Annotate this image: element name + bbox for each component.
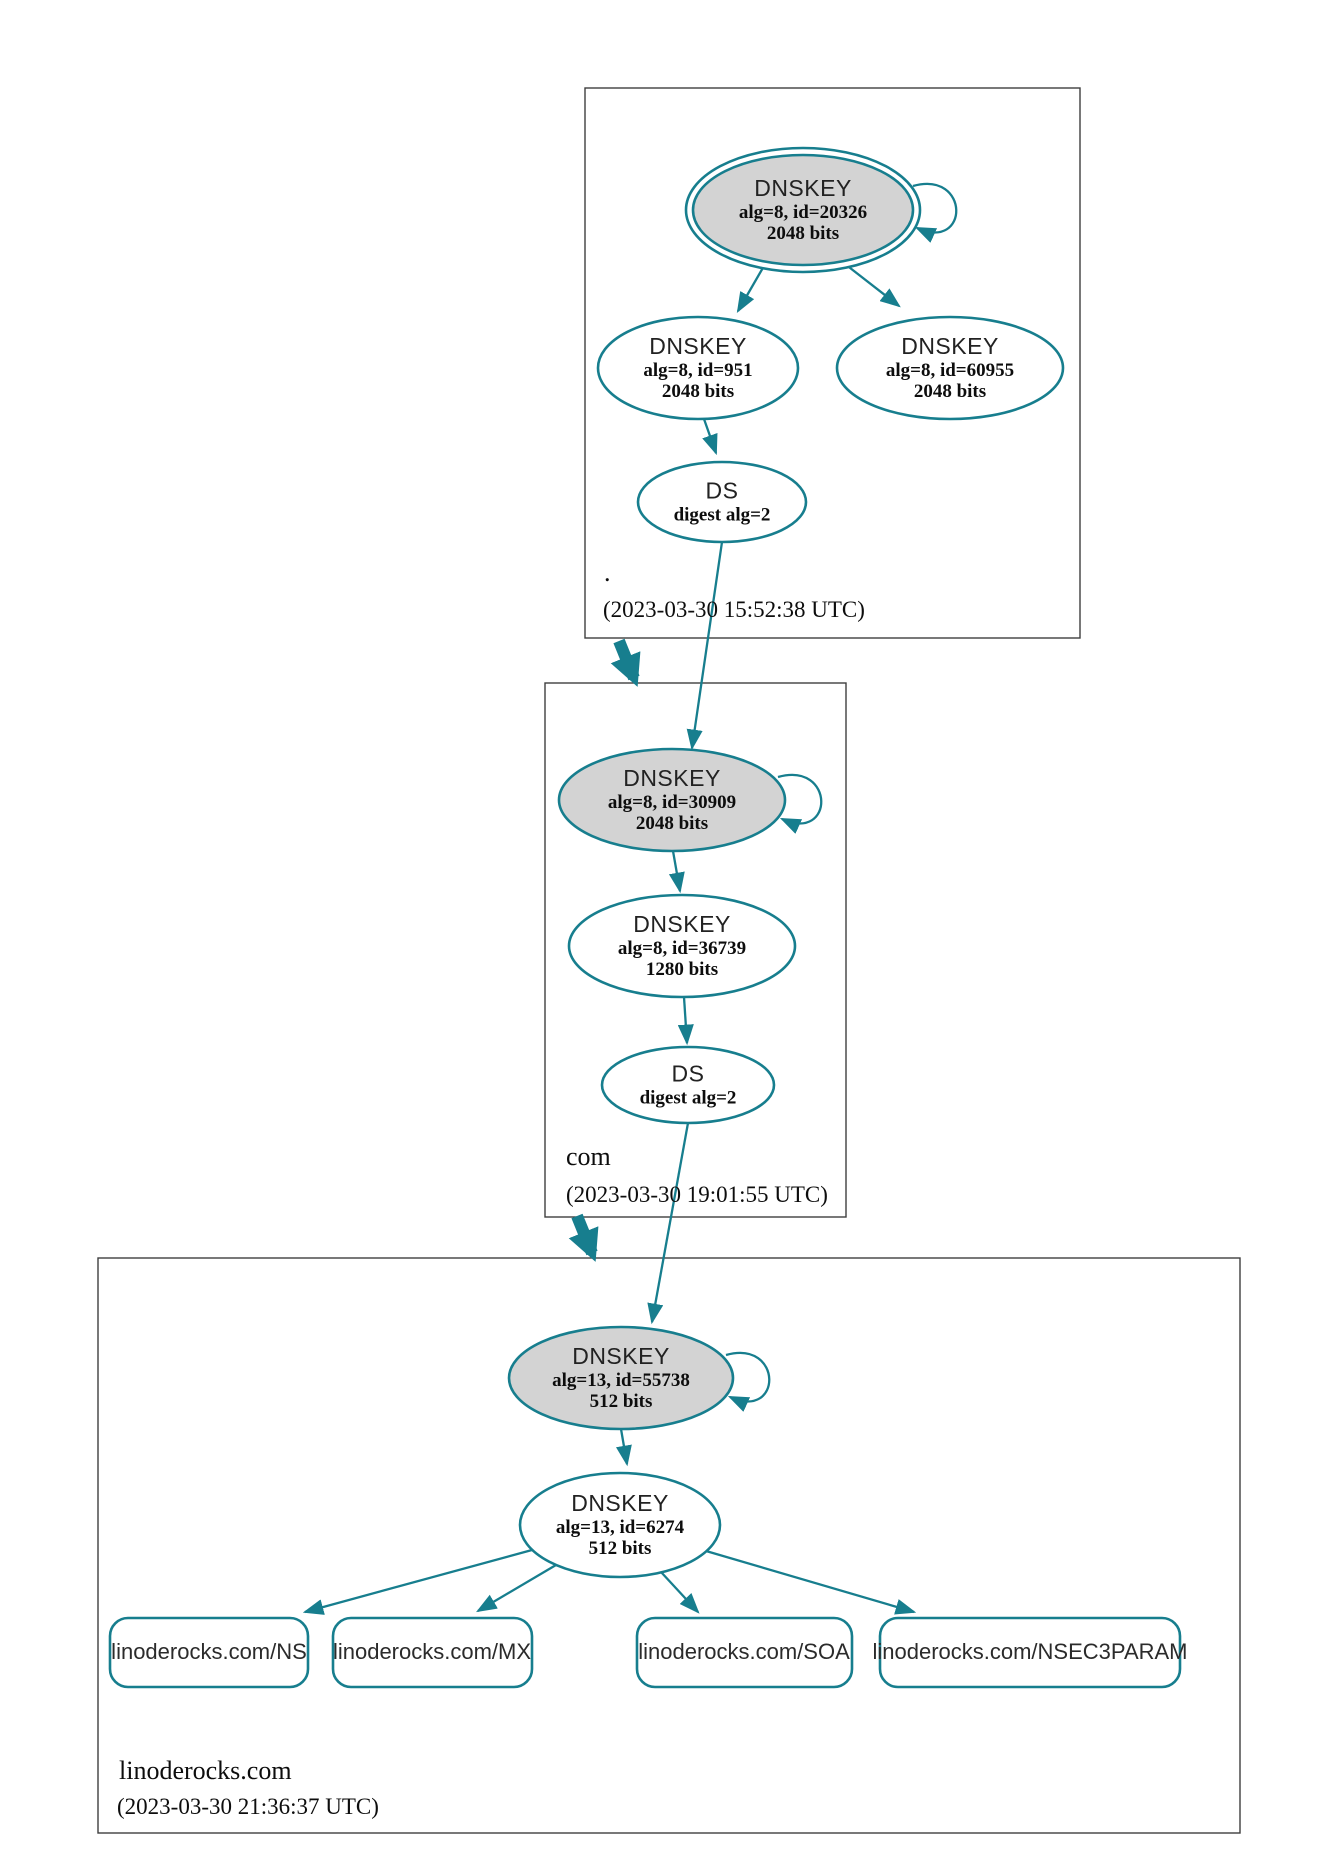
dnskey-951-label: DNSKEY alg=8, id=951 2048 bits (643, 332, 753, 402)
dnskey-node-20326[interactable] (691, 153, 915, 267)
zone-name-com: com (566, 1142, 611, 1171)
node-bits: 512 bits (588, 1537, 652, 1559)
zone-box-root (584, 87, 1081, 639)
edge-zsk951-to-ds (702, 418, 718, 456)
node-alg-id: alg=8, id=20326 (738, 201, 868, 223)
node-type: DS (671, 1060, 705, 1087)
node-alg-id: alg=8, id=951 (643, 359, 753, 381)
zone-box-com (544, 682, 847, 1218)
ds-root-label: DS digest alg=2 (673, 477, 771, 526)
self-sign-loop-rootksk (912, 182, 958, 243)
node-alg-id: alg=13, id=55738 (552, 1369, 690, 1391)
edge-rootksk-to-zsk951 (736, 265, 765, 313)
zone-timestamp-linoderocks: (2023-03-30 21:36:37 UTC) (117, 1794, 379, 1819)
node-type: DNSKEY (649, 332, 747, 359)
dnskey-node-6274[interactable] (518, 1471, 722, 1579)
delegation-arrow-com-to-linoderocks (568, 1213, 599, 1262)
dnskey-node-55738[interactable] (507, 1325, 735, 1431)
node-digest: digest alg=2 (673, 504, 771, 526)
edge-zsk36739-to-ds (677, 996, 694, 1046)
node-bits: 2048 bits (913, 380, 987, 402)
dnskey-60955-label: DNSKEY alg=8, id=60955 2048 bits (885, 332, 1015, 402)
edge-zsk6274-to-soa (660, 1571, 700, 1614)
dnskey-55738-label: DNSKEY alg=13, id=55738 512 bits (552, 1342, 690, 1412)
node-type: DNSKEY (623, 764, 721, 791)
node-type: DNSKEY (572, 1342, 670, 1369)
dnskey-node-60955[interactable] (835, 315, 1065, 421)
node-bits: 2048 bits (766, 222, 840, 244)
node-bits: 2048 bits (661, 380, 735, 402)
node-type: DNSKEY (633, 910, 731, 937)
dnskey-node-30909[interactable] (557, 747, 787, 853)
dnskey-node-951[interactable] (596, 315, 800, 421)
edge-zsk6274-to-nsec3param (705, 1549, 917, 1615)
rrset-node-ns[interactable] (108, 1616, 310, 1689)
node-alg-id: alg=8, id=36739 (617, 937, 747, 959)
zone-timestamp-com: (2023-03-30 19:01:55 UTC) (566, 1182, 828, 1207)
dnskey-30909-label: DNSKEY alg=8, id=30909 2048 bits (607, 764, 737, 834)
ds-node-root[interactable] (636, 460, 808, 544)
rrset-label-ns: linoderocks.com/NS (111, 1639, 307, 1664)
edge-rootksk-to-zsk60955 (844, 263, 901, 308)
zone-name-root: . (604, 558, 611, 587)
node-alg-id: alg=8, id=30909 (607, 791, 737, 813)
zone-name-linoderocks: linoderocks.com (119, 1756, 292, 1785)
edge-rootds-to-comksk (686, 541, 724, 751)
self-sign-loop-comksk (777, 773, 823, 834)
dnskey-node-36739[interactable] (567, 893, 797, 999)
node-type: DNSKEY (571, 1489, 669, 1516)
zone-box-linoderocks (97, 1257, 1241, 1834)
node-alg-id: alg=8, id=60955 (885, 359, 1015, 381)
dnskey-6274-label: DNSKEY alg=13, id=6274 512 bits (555, 1489, 685, 1559)
rrset-node-soa[interactable] (635, 1616, 854, 1689)
edge-comksk-to-zsk36739 (668, 850, 685, 894)
rrset-label-soa: linoderocks.com/SOA (638, 1639, 850, 1664)
node-bits: 2048 bits (635, 812, 709, 834)
edge-zsk6274-to-mx (476, 1564, 557, 1613)
node-type: DNSKEY (754, 174, 852, 201)
rrset-label-nsec3param: linoderocks.com/NSEC3PARAM (872, 1639, 1188, 1664)
ds-node-com[interactable] (600, 1045, 776, 1125)
node-alg-id: alg=13, id=6274 (555, 1516, 685, 1538)
zone-timestamp-root: (2023-03-30 15:52:38 UTC) (603, 597, 865, 622)
self-sign-loop-linksk (725, 1351, 771, 1412)
node-bits: 1280 bits (645, 958, 719, 980)
node-bits: 512 bits (589, 1390, 653, 1412)
edge-linksk-to-zsk6274 (615, 1428, 632, 1467)
rrset-node-nsec3param[interactable] (878, 1616, 1182, 1689)
ds-com-label: DS digest alg=2 (639, 1060, 737, 1109)
node-digest: digest alg=2 (639, 1087, 737, 1109)
rrset-label-mx: linoderocks.com/MX (332, 1639, 532, 1664)
rrset-node-mx[interactable] (331, 1616, 534, 1689)
delegation-arrow-root-to-com (610, 638, 641, 687)
node-type: DS (705, 477, 739, 504)
dnskey-36739-label: DNSKEY alg=8, id=36739 1280 bits (617, 910, 747, 980)
edge-zsk6274-to-ns (302, 1548, 533, 1615)
node-type: DNSKEY (901, 332, 999, 359)
dnskey-20326-label: DNSKEY alg=8, id=20326 2048 bits (738, 174, 868, 244)
edge-comds-to-linksk (647, 1122, 690, 1325)
